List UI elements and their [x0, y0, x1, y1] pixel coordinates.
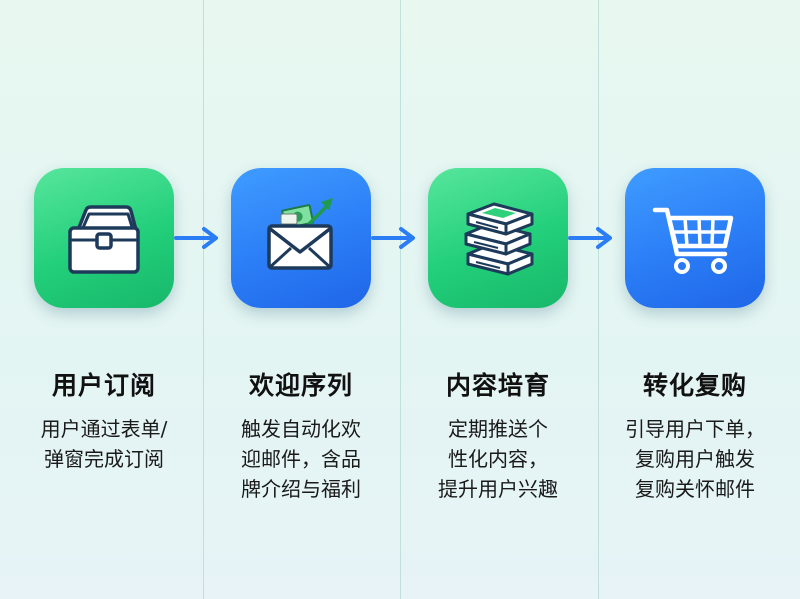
step-description-line: 触发自动化欢: [241, 417, 361, 441]
step-description: 用户通过表单/ 弹窗完成订阅: [14, 414, 194, 474]
content-stack-icon: [464, 202, 534, 276]
step-description-line: 性化内容，: [448, 447, 548, 471]
arrow-right-icon: [174, 227, 218, 249]
step-description-line: 牌介绍与福利: [241, 477, 361, 501]
step-description: 引导用户下单， 复购用户触发 复购关怀邮件: [605, 414, 785, 504]
step-description-line: 弹窗完成订阅: [44, 447, 164, 471]
step-description-line: 用户通过表单/: [40, 417, 168, 441]
step-description: 定期推送个 性化内容， 提升用户兴趣: [408, 414, 588, 504]
step-nurture-tile: [428, 168, 568, 308]
arrow-right-icon: [568, 227, 612, 249]
shopping-cart-icon: [652, 207, 734, 274]
step-title: 欢迎序列: [248, 371, 353, 400]
column-divider: [598, 0, 599, 599]
step-title: 用户订阅: [51, 371, 156, 400]
subscription-box-icon: [68, 205, 140, 274]
step-title: 转化复购: [642, 371, 747, 400]
step-description: 触发自动化欢 迎邮件，含品 牌介绍与福利: [211, 414, 391, 504]
welcome-email-icon: [267, 198, 333, 270]
step-welcome-tile: [231, 168, 371, 308]
column-divider: [400, 0, 401, 599]
step-description-line: 迎邮件，含品: [241, 447, 361, 471]
arrow-right-icon: [371, 227, 415, 249]
step-description-line: 复购关怀邮件: [635, 477, 755, 501]
step-title: 内容培育: [445, 371, 550, 400]
step-description-line: 复购用户触发: [635, 447, 755, 471]
step-description-line: 提升用户兴趣: [438, 477, 558, 501]
step-conversion-tile: [625, 168, 765, 308]
step-description-line: 引导用户下单，: [625, 417, 765, 441]
column-divider: [203, 0, 204, 599]
step-subscribe-tile: [34, 168, 174, 308]
step-description-line: 定期推送个: [448, 417, 548, 441]
